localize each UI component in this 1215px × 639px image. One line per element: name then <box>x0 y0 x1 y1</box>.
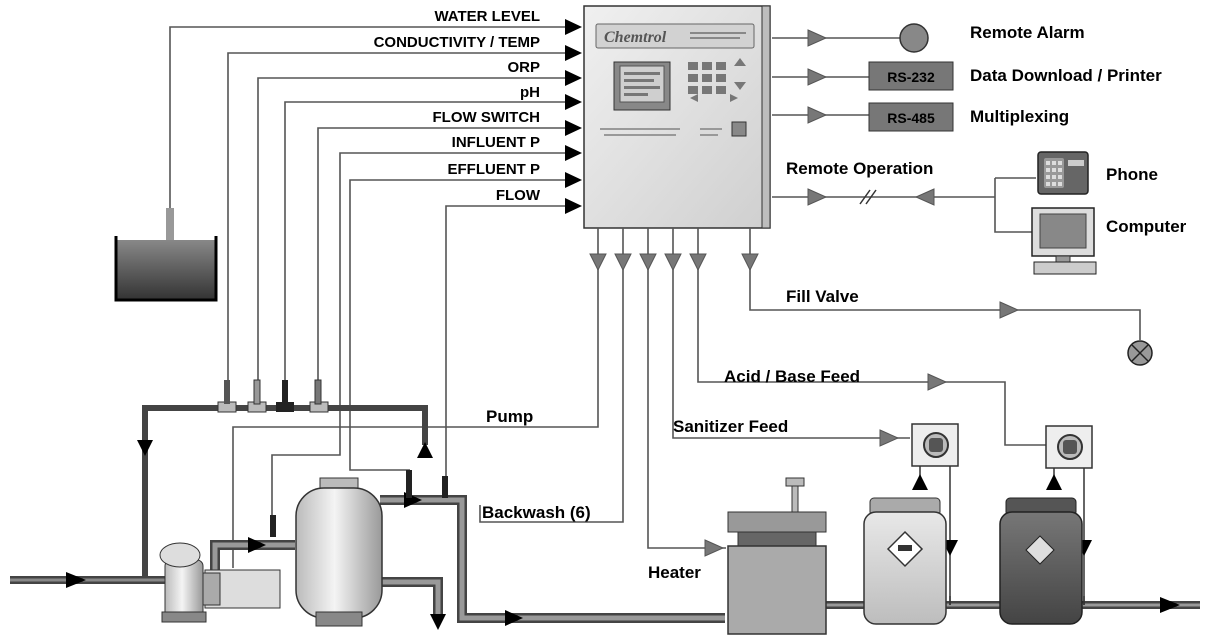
acid-base-container-icon <box>999 497 1083 625</box>
label-sanitizer-feed: Sanitizer Feed <box>673 417 788 436</box>
link-break-marks <box>859 189 877 205</box>
label-rs485: RS-485 <box>887 110 935 126</box>
controller-unit: Chemtrol <box>583 5 771 229</box>
label-computer: Computer <box>1106 217 1187 236</box>
input-arrows <box>565 19 582 214</box>
feed-injection-points <box>949 596 1085 605</box>
water-tank <box>114 208 218 302</box>
label-flow-switch: FLOW SWITCH <box>433 109 540 126</box>
bottom-output-arrows <box>589 253 1020 557</box>
controller-display <box>619 65 665 103</box>
phone-icon <box>1037 151 1089 195</box>
controller-keypad <box>688 58 746 102</box>
sanitizer-feed-pump-icon <box>911 423 959 467</box>
label-orp: ORP <box>507 59 540 76</box>
input-labels: WATER LEVEL CONDUCTIVITY / TEMP ORP pH F… <box>374 8 541 204</box>
label-remote-operation: Remote Operation <box>786 159 933 178</box>
input-signal-lines <box>169 26 575 535</box>
pump-icon <box>159 542 281 623</box>
label-effluent-p: EFFLUENT P <box>448 161 541 178</box>
label-backwash: Backwash (6) <box>482 503 591 522</box>
output-arrows <box>807 29 935 206</box>
label-flow: FLOW <box>496 187 541 204</box>
computer-icon <box>1031 207 1097 275</box>
label-conductivity-temp: CONDUCTIVITY / TEMP <box>374 34 540 51</box>
label-ph: pH <box>520 84 540 101</box>
bottom-output-lines <box>232 228 1141 568</box>
label-water-level: WATER LEVEL <box>434 8 540 25</box>
rs232-port-box <box>868 61 954 91</box>
acid-base-feed-pump-icon <box>1045 425 1093 469</box>
rs485-port-box <box>868 102 954 132</box>
heater-icon <box>727 477 827 635</box>
label-heater: Heater <box>648 563 701 582</box>
label-phone: Phone <box>1106 165 1158 184</box>
label-remote-alarm: Remote Alarm <box>970 23 1085 42</box>
filter-tank-icon <box>295 477 383 627</box>
remote-alarm-icon <box>899 23 929 53</box>
fill-valve-icon <box>1127 340 1153 366</box>
label-data-download-printer: Data Download / Printer <box>970 66 1162 85</box>
sensor-manifold <box>137 379 433 580</box>
label-fill-valve: Fill Valve <box>786 287 859 306</box>
label-acid-base-feed: Acid / Base Feed <box>724 367 860 386</box>
label-pump: Pump <box>486 407 533 426</box>
label-multiplexing: Multiplexing <box>970 107 1069 126</box>
sanitizer-container-icon <box>863 497 947 625</box>
controller-brand: Chemtrol <box>604 29 667 46</box>
label-rs232: RS-232 <box>887 69 935 85</box>
label-influent-p: INFLUENT P <box>452 134 540 151</box>
